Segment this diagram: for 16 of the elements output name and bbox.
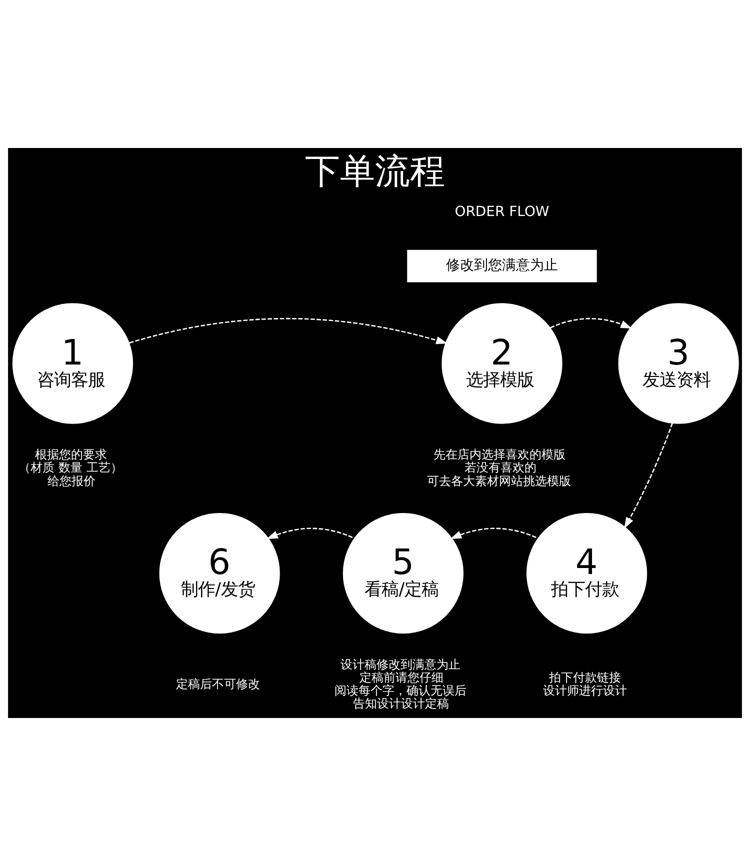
node-label: 根据您的要求（材质 数量 工艺）给您报价	[18, 447, 122, 488]
arrow	[266, 527, 355, 539]
arrow	[450, 527, 538, 539]
node-circle: 4 拍下付款	[526, 512, 648, 634]
arrow	[624, 422, 673, 528]
node-circle: 1 咨询客服	[12, 302, 134, 424]
node-label: 设计稿修改到满意为止定稿前请您仔细阅读每个字，确认无误后告知设计设计定稿	[334, 656, 467, 710]
arrow	[129, 317, 448, 344]
label: 修改到您满意为止	[446, 256, 558, 273]
node-label: 先在店内选择喜欢的模版若没有喜欢的可去各大素材网站挑选模版	[426, 447, 571, 488]
arrow	[550, 317, 632, 328]
node-circle: 2 选择模版	[442, 302, 562, 424]
node-label: 定稿后不可修改	[176, 676, 260, 691]
label: ORDER FLOW	[454, 204, 550, 220]
node-label: 拍下付款链接设计师进行设计	[543, 670, 628, 698]
diagram-title: 下单流程	[305, 151, 445, 192]
